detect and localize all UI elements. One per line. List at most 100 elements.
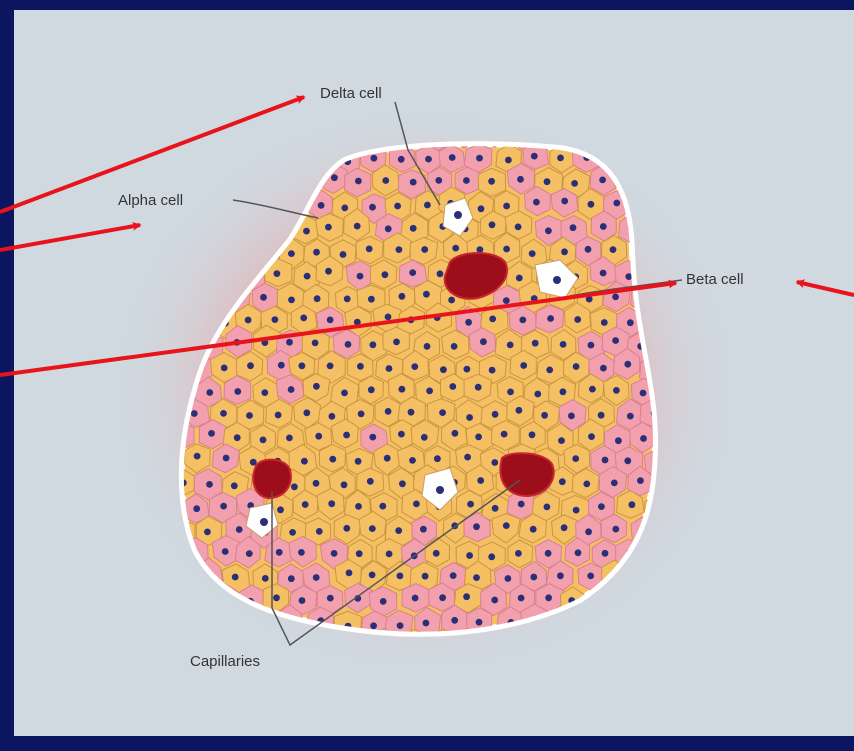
nucleus bbox=[600, 223, 607, 230]
label-alpha-cell: Alpha cell bbox=[118, 192, 183, 209]
nucleus bbox=[220, 410, 227, 417]
nucleus bbox=[505, 157, 512, 164]
nucleus bbox=[600, 270, 607, 277]
nucleus bbox=[492, 505, 499, 512]
nucleus bbox=[329, 456, 336, 463]
nucleus bbox=[439, 409, 446, 416]
nucleus bbox=[206, 481, 213, 488]
nucleus bbox=[232, 574, 239, 581]
nucleus bbox=[602, 457, 609, 464]
nucleus bbox=[276, 549, 283, 556]
nucleus bbox=[450, 572, 457, 579]
nucleus bbox=[273, 594, 280, 601]
nucleus bbox=[194, 453, 201, 460]
nucleus bbox=[399, 293, 406, 300]
nucleus bbox=[452, 430, 459, 437]
nucleus bbox=[491, 459, 498, 466]
nucleus bbox=[587, 573, 594, 580]
nucleus bbox=[627, 319, 634, 326]
nucleus bbox=[574, 316, 581, 323]
nucleus bbox=[299, 362, 306, 369]
nucleus bbox=[507, 342, 514, 349]
label-capillaries: Capillaries bbox=[190, 653, 260, 670]
nucleus bbox=[220, 503, 227, 510]
nucleus bbox=[398, 431, 405, 438]
nucleus bbox=[355, 503, 362, 510]
nucleus bbox=[345, 341, 352, 348]
nucleus bbox=[545, 227, 552, 234]
nucleus bbox=[411, 363, 418, 370]
nucleus bbox=[452, 245, 459, 252]
nucleus bbox=[516, 275, 523, 282]
nucleus bbox=[491, 597, 498, 604]
nucleus bbox=[518, 595, 525, 602]
nucleus bbox=[424, 343, 431, 350]
nucleus bbox=[572, 455, 579, 462]
nucleus bbox=[423, 620, 430, 627]
nucleus bbox=[625, 273, 632, 280]
nucleus bbox=[370, 622, 377, 629]
nucleus bbox=[410, 179, 417, 186]
nucleus bbox=[473, 574, 480, 581]
nucleus bbox=[426, 388, 433, 395]
nucleus bbox=[451, 343, 458, 350]
nucleus bbox=[327, 363, 334, 370]
nucleus bbox=[368, 296, 375, 303]
nucleus bbox=[434, 455, 441, 462]
nucleus bbox=[331, 174, 338, 181]
nucleus bbox=[413, 501, 420, 508]
nucleus bbox=[395, 527, 402, 534]
nucleus bbox=[301, 458, 308, 465]
capillary bbox=[500, 453, 553, 496]
nucleus bbox=[533, 199, 540, 206]
nucleus bbox=[575, 549, 582, 556]
nucleus bbox=[585, 246, 592, 253]
nucleus bbox=[467, 501, 474, 508]
nucleus bbox=[571, 180, 578, 187]
nucleus bbox=[437, 270, 444, 277]
nucleus bbox=[573, 507, 580, 514]
nucleus bbox=[371, 155, 378, 162]
nucleus bbox=[449, 383, 456, 390]
nucleus bbox=[288, 386, 295, 393]
nucleus bbox=[545, 550, 552, 557]
nucleus bbox=[627, 413, 634, 420]
nucleus bbox=[424, 202, 431, 209]
nucleus bbox=[382, 271, 389, 278]
nucleus bbox=[277, 506, 284, 513]
nucleus bbox=[559, 478, 566, 485]
nucleus bbox=[346, 570, 353, 577]
nucleus bbox=[385, 314, 392, 321]
nucleus bbox=[561, 524, 568, 531]
nucleus bbox=[327, 595, 334, 602]
nucleus bbox=[615, 437, 622, 444]
nucleus bbox=[478, 205, 485, 212]
nucleus bbox=[557, 155, 564, 162]
nucleus bbox=[366, 246, 373, 253]
nucleus bbox=[274, 270, 281, 277]
nucleus bbox=[325, 224, 332, 231]
nucleus bbox=[234, 388, 241, 395]
nucleus bbox=[560, 388, 567, 395]
nucleus bbox=[399, 386, 406, 393]
nucleus bbox=[624, 457, 631, 464]
nucleus bbox=[449, 154, 456, 161]
nucleus bbox=[313, 383, 320, 390]
nucleus bbox=[300, 315, 307, 322]
nucleus bbox=[440, 366, 447, 373]
nucleus bbox=[425, 156, 432, 163]
nucleus bbox=[541, 412, 548, 419]
nucleus bbox=[191, 410, 198, 417]
nucleus bbox=[369, 525, 376, 532]
nucleus bbox=[206, 389, 213, 396]
nucleus bbox=[380, 598, 387, 605]
nucleus bbox=[236, 526, 243, 533]
label-delta-cell: Delta cell bbox=[320, 85, 382, 102]
nucleus bbox=[325, 268, 332, 275]
nucleus bbox=[272, 316, 279, 323]
nucleus bbox=[507, 389, 514, 396]
nucleus bbox=[384, 455, 391, 462]
nucleus bbox=[396, 246, 403, 253]
nucleus bbox=[588, 433, 595, 440]
nucleus bbox=[613, 200, 620, 207]
